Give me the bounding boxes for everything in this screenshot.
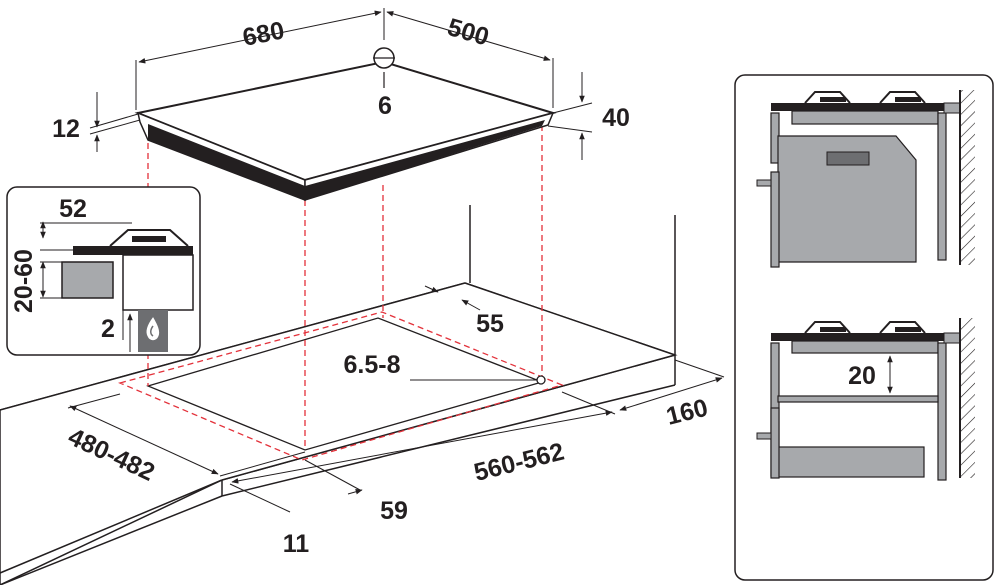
gas-inlet-label: 6 bbox=[378, 92, 392, 120]
section-detail-panel bbox=[6, 186, 201, 356]
worktop-thickness-label: 20-60 bbox=[10, 249, 38, 313]
dimension-lines bbox=[67, 8, 725, 513]
drawer-installation bbox=[756, 318, 975, 481]
rear-clearance-label: 55 bbox=[476, 310, 504, 338]
gas-gap-label: 2 bbox=[101, 315, 115, 343]
top-clearance-label: 52 bbox=[59, 195, 87, 223]
fixing-hole-label: 6.5-8 bbox=[344, 351, 401, 379]
glass-thickness-label: 12 bbox=[52, 115, 80, 143]
wall-distance-label: 160 bbox=[663, 394, 710, 431]
oven-installation bbox=[756, 90, 975, 268]
installation-examples-panel bbox=[734, 74, 994, 581]
cutout-width-label: 560-562 bbox=[471, 438, 567, 487]
hob-body bbox=[134, 60, 557, 202]
hob-width-label: 680 bbox=[240, 16, 286, 51]
separation-gap-label: 20 bbox=[848, 362, 876, 390]
front-offset-label: 59 bbox=[380, 497, 408, 525]
hob-depth-label: 500 bbox=[444, 13, 492, 51]
hob-height-label: 40 bbox=[602, 104, 630, 132]
edge-offset-label: 11 bbox=[283, 530, 310, 558]
